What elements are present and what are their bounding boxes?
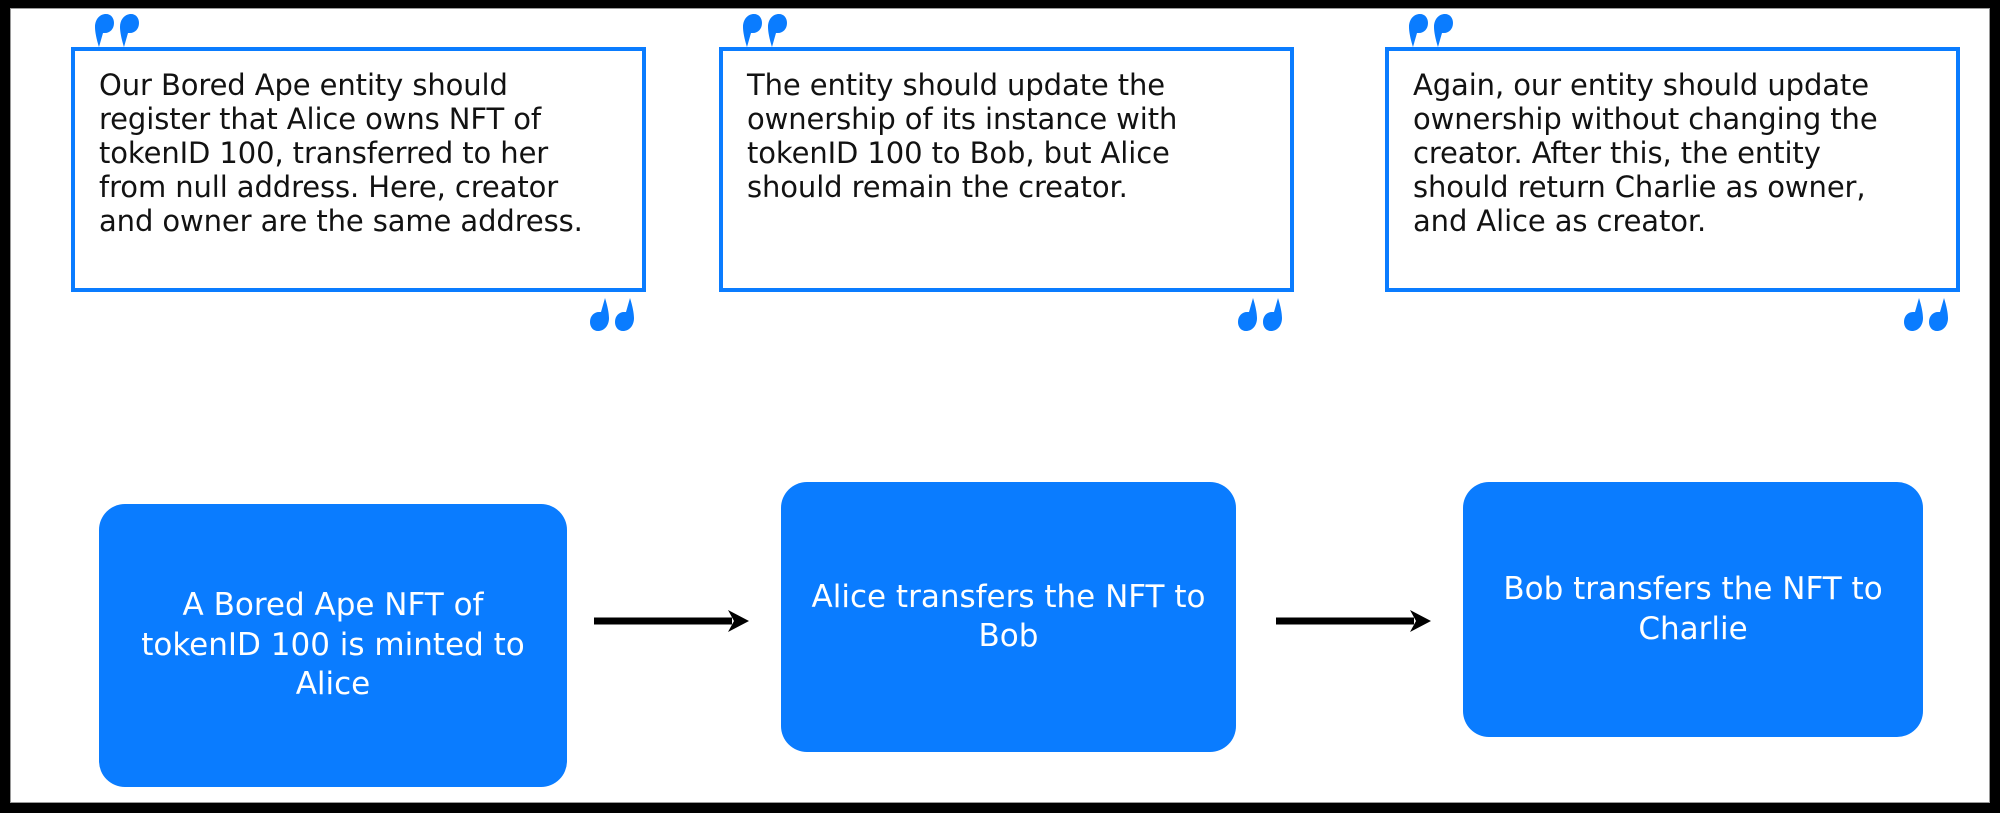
quote-box-2: The entity should update the ownership o… (719, 47, 1294, 292)
flow-node-alice-to-bob[interactable]: Alice transfers the NFT to Bob (781, 482, 1236, 752)
diagram-canvas: Our Bored Ape entity should register tha… (10, 8, 1990, 803)
quote-text-1: Our Bored Ape entity should register tha… (99, 68, 583, 238)
flow-node-label: A Bored Ape NFT of tokenID 100 is minted… (141, 587, 525, 703)
quote-close-icon (584, 298, 640, 332)
quote-card-3: Again, our entity should update ownershi… (1385, 13, 1960, 332)
arrow-right-icon (1276, 606, 1431, 636)
quote-text-2: The entity should update the ownership o… (747, 68, 1178, 204)
flow-node-bob-to-charlie[interactable]: Bob transfers the NFT to Charlie (1463, 482, 1923, 737)
arrow-right-icon (594, 606, 749, 636)
quote-open-icon (1403, 13, 1459, 47)
quote-close-icon (1232, 298, 1288, 332)
flow-node-label: Bob transfers the NFT to Charlie (1503, 571, 1883, 647)
quote-box-1: Our Bored Ape entity should register tha… (71, 47, 646, 292)
flow-node-label: Alice transfers the NFT to Bob (811, 578, 1206, 654)
quote-card-2: The entity should update the ownership o… (719, 13, 1294, 332)
flow-node-mint[interactable]: A Bored Ape NFT of tokenID 100 is minted… (99, 504, 567, 787)
flow-diagram: A Bored Ape NFT of tokenID 100 is minted… (11, 464, 1989, 787)
quote-open-icon (737, 13, 793, 47)
quote-box-3: Again, our entity should update ownershi… (1385, 47, 1960, 292)
quote-open-icon (89, 13, 145, 47)
quote-text-3: Again, our entity should update ownershi… (1413, 68, 1878, 238)
quote-close-icon (1898, 298, 1954, 332)
quote-card-1: Our Bored Ape entity should register tha… (71, 13, 646, 332)
